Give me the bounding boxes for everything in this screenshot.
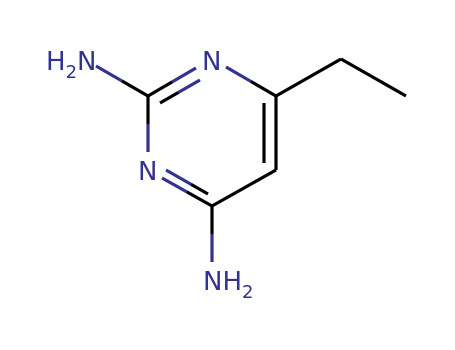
amine-bottom-subscript: 2: [242, 282, 253, 303]
bond-c6-ethyl: [275, 57, 342, 98]
bond-c4-n3: [161, 176, 213, 208]
bond-c4-n3-inner: [165, 168, 209, 196]
bond-group: [95, 57, 407, 262]
atom-amine-bottom: NH2: [203, 267, 253, 303]
bond-c5-c4: [211, 168, 277, 208]
amine-bottom-nh: NH: [203, 267, 242, 297]
amine-top-n: N: [77, 47, 96, 77]
bond-c2-n1: [147, 66, 197, 98]
bond-ethyl-methyl: [340, 57, 407, 98]
bond-c2-amine-top: [95, 64, 149, 98]
amine-top-h: H: [46, 47, 66, 77]
bond-n1-c6: [225, 65, 277, 98]
atom-ring-n-left: N: [138, 157, 157, 187]
atom-amine-top: H2N: [46, 47, 96, 83]
bond-c2-n1-inner: [159, 78, 201, 105]
atom-labels: H2N N N NH2: [46, 47, 253, 303]
amine-top-subscript: 2: [66, 62, 77, 83]
atom-ring-n-top: N: [202, 47, 221, 77]
